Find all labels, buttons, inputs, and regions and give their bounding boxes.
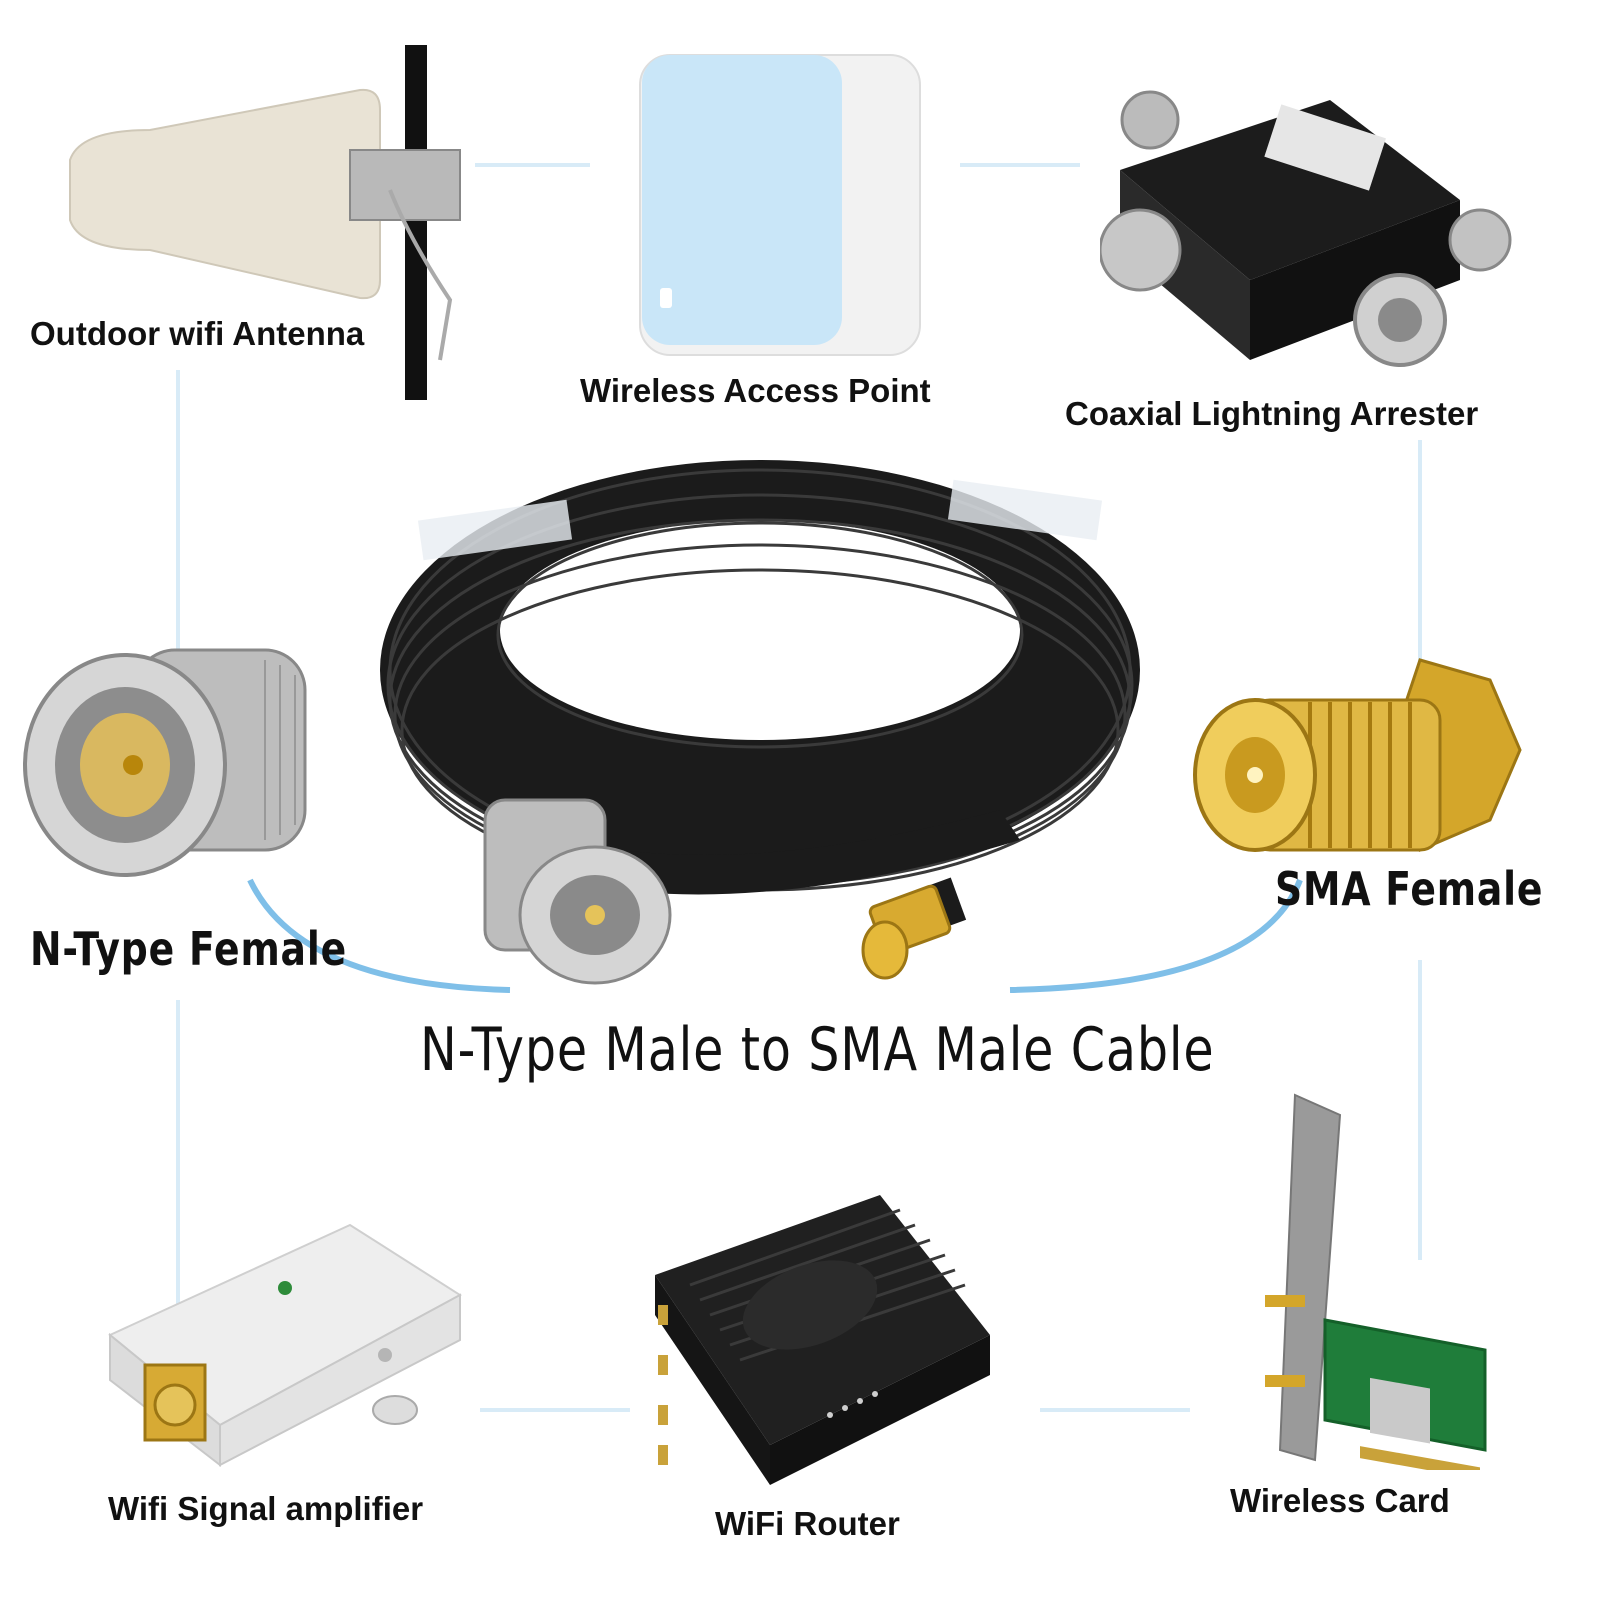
lightning-arrester-icon — [1100, 90, 1512, 367]
outdoor-antenna — [60, 40, 480, 400]
access-point — [630, 50, 930, 370]
left-arc — [247, 878, 511, 993]
signal-amplifier-label: Wifi Signal amplifier — [108, 1490, 424, 1527]
n-type-female-connector-icon — [23, 648, 307, 877]
n-type-female — [15, 630, 315, 890]
wifi-router — [650, 1185, 995, 1505]
wireless-card-icon — [1265, 1093, 1487, 1470]
wifi-router-label: WiFi Router — [715, 1505, 900, 1542]
lightning-arrester — [1100, 80, 1520, 390]
coax-cable-coil-icon — [380, 460, 1140, 985]
sma-female-connector-icon — [1193, 658, 1522, 853]
right-arc — [1009, 878, 1303, 993]
cable — [360, 430, 1180, 1000]
signal-amplifier — [100, 1215, 470, 1475]
n-male-connector — [483, 798, 672, 985]
outdoor-antenna-label: Outdoor wifi Antenna — [30, 315, 365, 352]
signal-amplifier-icon — [108, 1223, 462, 1468]
sma-female-label: SMA Female — [1275, 862, 1544, 916]
access-point-icon — [639, 54, 921, 356]
antenna-icon — [69, 45, 461, 400]
wifi-router-icon — [655, 1195, 990, 1485]
lightning-arrester-label: Coaxial Lightning Arrester — [1065, 395, 1479, 432]
sma-female — [1190, 640, 1530, 870]
wireless-card-label: Wireless Card — [1230, 1482, 1450, 1519]
n-type-female-label: N-Type Female — [30, 922, 347, 976]
cable-label: N-Type Male to SMA Male Cable — [420, 1015, 1215, 1085]
wireless-card — [1240, 1090, 1500, 1470]
sma-male-connector — [861, 877, 967, 980]
access-point-label: Wireless Access Point — [580, 372, 931, 409]
